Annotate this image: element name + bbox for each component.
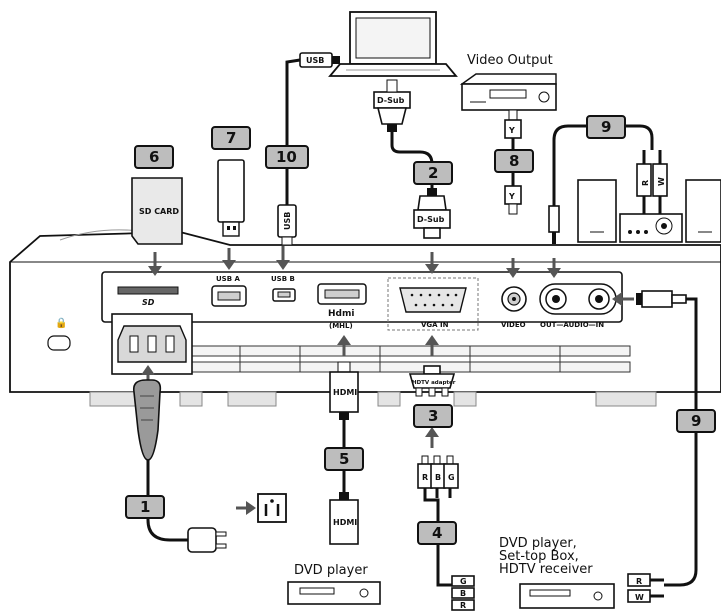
dvd-b-label: B	[460, 589, 466, 598]
usb-plug-top: USB	[299, 52, 340, 68]
audio-r-top-label: R	[641, 180, 650, 186]
badge-6-text: 6	[149, 148, 159, 166]
audio-r-bottom-label: R	[636, 577, 642, 586]
badge-4-text: 4	[432, 524, 442, 542]
dsub-top-label: D-Sub	[377, 96, 405, 105]
dvd-g-label: G	[460, 577, 467, 586]
dvd-player-device: DVD player	[287, 563, 381, 605]
speakers-amplifier	[577, 150, 721, 243]
badge-5: 5	[324, 447, 364, 471]
audio-ports[interactable]: OUT—AUDIO—IN	[539, 283, 617, 329]
audio-rw-top: R W	[636, 163, 668, 197]
usb-b-port-label: USB B	[271, 275, 295, 283]
projector-feet	[89, 391, 657, 407]
wall-plug	[187, 527, 227, 553]
sd-card-slot[interactable]: SD	[117, 286, 179, 307]
usb-plug-vertical-label: USB	[283, 212, 292, 230]
audio-rw-bottom: R W	[627, 573, 664, 603]
rca-y-bottom: Y	[504, 185, 522, 215]
rca-b-label: B	[435, 473, 441, 482]
video-port[interactable]: VIDEO	[501, 286, 527, 329]
badge-9-bottom: 9	[676, 409, 716, 433]
hdmi-mhl-label: (MHL)	[329, 322, 353, 330]
sd-card: SD CARD	[131, 177, 183, 245]
dvd-multi-line3: HDTV receiver	[499, 562, 593, 577]
badge-10-text: 10	[276, 148, 297, 166]
usb-plug-top-label: USB	[306, 56, 324, 65]
badge-9-top: 9	[586, 115, 626, 139]
audio-port-label: OUT—AUDIO—IN	[540, 321, 604, 329]
video-output-label: Video Output	[467, 53, 553, 68]
power-cord-plug	[132, 379, 162, 461]
laptop	[328, 11, 458, 77]
usb-plug-vertical: USB	[277, 204, 297, 246]
video-port-label: VIDEO	[501, 321, 526, 329]
usb-b-port[interactable]: USB B	[271, 275, 296, 302]
video-output-device: Video Output	[459, 53, 557, 111]
hdtv-adapter-label: HDTV adapter	[412, 380, 456, 386]
badge-8: 8	[494, 149, 534, 173]
rca-y-bottom-label: Y	[508, 192, 515, 201]
audio-jack-right	[636, 290, 687, 308]
badge-4: 4	[417, 521, 457, 545]
badge-1: 1	[125, 495, 165, 519]
dvd-settop-hdtv-device: DVD player, Set-top Box, HDTV receiver	[499, 536, 615, 609]
hdmi-plug-bottom: HDMI	[329, 492, 359, 545]
badge-3-text: 3	[428, 407, 438, 425]
sd-logo: SD	[142, 298, 155, 307]
badge-2: 2	[413, 161, 453, 185]
rca-rbg-plugs: R B G	[417, 455, 459, 489]
dvd-gbr-plugs: G B R	[451, 575, 475, 611]
badge-9-bottom-text: 9	[691, 412, 701, 430]
badge-6: 6	[134, 145, 174, 169]
hdmi-top-label: HDMI	[333, 388, 357, 397]
rca-y-top-label: Y	[508, 126, 515, 135]
badge-10: 10	[265, 145, 309, 169]
dvd-multi-line2: Set-top Box,	[499, 549, 579, 564]
dsub-plug-bottom: D-Sub	[413, 188, 451, 239]
audio-w-top-label: W	[657, 177, 666, 186]
hdmi-logo: Hdmi	[328, 309, 354, 319]
badge-3: 3	[413, 404, 453, 428]
hdmi-port[interactable]: Hdmi (MHL)	[317, 283, 367, 330]
power-inlet[interactable]	[111, 313, 193, 375]
hdtv-adapter: HDTV adapter	[408, 365, 456, 397]
dsub-plug-top: D-Sub	[373, 79, 411, 132]
badge-2-text: 2	[428, 164, 438, 182]
dvd-player-label: DVD player	[294, 563, 368, 578]
badge-7-text: 7	[226, 129, 236, 147]
vga-in-label: VGA IN	[421, 321, 449, 329]
dvd-multi-line1: DVD player,	[499, 536, 577, 551]
usb-stick	[217, 159, 245, 237]
rca-g-label: G	[448, 473, 455, 482]
usb-a-port[interactable]: USB A	[211, 275, 247, 307]
dsub-bottom-label: D-Sub	[417, 215, 445, 224]
lock-icon: 🔒	[55, 317, 67, 329]
dvd-r-label: R	[460, 601, 466, 610]
vga-in-port[interactable]: VGA IN	[387, 277, 479, 331]
rca-y-top: Y	[504, 109, 522, 139]
badge-1-text: 1	[140, 498, 150, 516]
badge-7: 7	[211, 126, 251, 150]
hdmi-bottom-label: HDMI	[333, 518, 357, 527]
lock-slot	[47, 335, 71, 351]
sd-card-label: SD CARD	[139, 207, 179, 216]
badge-9-top-text: 9	[601, 118, 611, 136]
wall-socket-icon	[257, 493, 287, 523]
hdmi-plug-top: HDMI	[329, 361, 359, 420]
audio-jack-top	[548, 205, 560, 244]
arrows	[141, 246, 634, 515]
badge-8-text: 8	[509, 152, 519, 170]
rca-r-label: R	[422, 473, 428, 482]
badge-5-text: 5	[339, 450, 349, 468]
audio-w-bottom-label: W	[635, 593, 644, 602]
usb-a-port-label: USB A	[216, 275, 240, 283]
